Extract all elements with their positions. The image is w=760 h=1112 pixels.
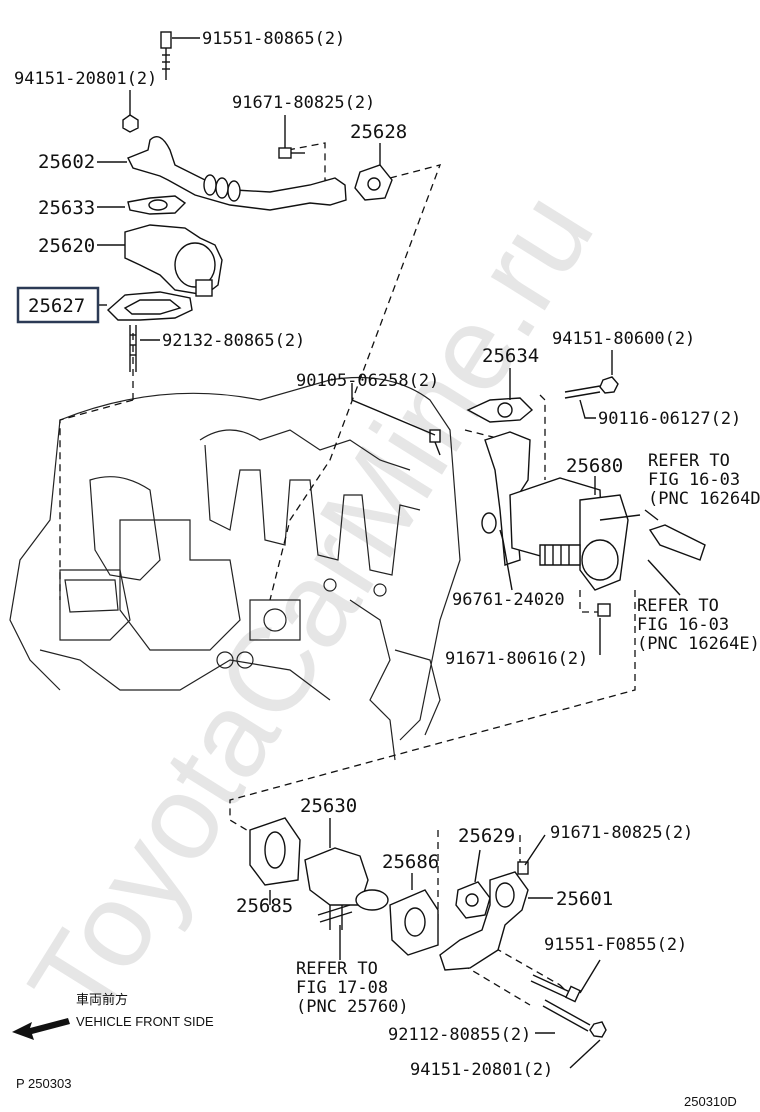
label-90105-06258: 90105-06258(2) (296, 371, 439, 391)
egr-cooler-25680 (484, 431, 706, 591)
label-25628: 25628 (350, 121, 407, 143)
page-reference: P 250303 (16, 1076, 71, 1091)
pipe-25601 (439, 871, 529, 971)
label-ref2-line2: FIG 16-03 (637, 615, 729, 635)
label-25602: 25602 (38, 151, 95, 173)
nut-94151-top (122, 114, 139, 133)
gasket-25685 (249, 817, 301, 886)
bolt-91671-80616 (597, 603, 611, 617)
label-ref3-line1: REFER TO (296, 959, 378, 979)
label-ref3-line3: (PNC 25760) (296, 997, 409, 1017)
gasket-25629 (455, 881, 491, 919)
bolt-91671-bottom (517, 861, 529, 875)
gasket-25686 (389, 889, 439, 956)
label-25633: 25633 (38, 197, 95, 219)
vehicle-front-en: VEHICLE FRONT SIDE (76, 1014, 214, 1029)
label-25634: 25634 (482, 345, 539, 367)
highlight-box-25627 (16, 286, 100, 324)
label-25620: 25620 (38, 235, 95, 257)
label-90116-06127: 90116-06127(2) (598, 409, 741, 429)
vehicle-front-jp: 車両前方 (76, 992, 128, 1007)
label-96761-24020: 96761-24020 (452, 590, 565, 610)
front-arrow-icon (12, 1018, 70, 1040)
gasket-25628 (354, 164, 393, 201)
label-ref1-line1: REFER TO (648, 451, 730, 471)
label-25686: 25686 (382, 851, 439, 873)
gasket-25627 (106, 291, 193, 321)
label-91671-80616: 91671-80616(2) (445, 649, 588, 669)
gasket-25634 (466, 397, 534, 423)
valve-25630 (304, 847, 389, 930)
label-92132-80865: 92132-80865(2) (162, 331, 305, 351)
engine-block-drawing (9, 376, 461, 761)
stud-91551-F0855 (530, 974, 581, 1003)
stud-92112 (542, 999, 607, 1038)
label-94151-20801-bottom: 94151-20801(2) (410, 1060, 553, 1080)
label-ref1-line3: (PNC 16264D) (648, 489, 760, 509)
egr-pipe-25602 (127, 136, 347, 211)
stud-bolt-91551 (160, 31, 172, 80)
label-ref3-line2: FIG 17-08 (296, 978, 388, 998)
label-ref2-line1: REFER TO (637, 596, 719, 616)
label-91671-80825-bottom: 91671-80825(2) (550, 823, 693, 843)
leader-lines (97, 37, 681, 1069)
refer-pipe-17-08 (317, 904, 353, 960)
label-91551-F0855: 91551-F0855(2) (544, 935, 687, 955)
label-94151-20801-top: 94151-20801(2) (14, 69, 157, 89)
label-ref1-line2: FIG 16-03 (648, 470, 740, 490)
vehicle-front-indicator: 車両前方 VEHICLE FRONT SIDE (12, 992, 214, 1040)
label-25680: 25680 (566, 455, 623, 477)
label-91551-80865: 91551-80865(2) (202, 29, 345, 49)
egr-valve-25620 (124, 224, 223, 297)
label-91671-80825-top: 91671-80825(2) (232, 93, 375, 113)
label-25627: 25627 (28, 295, 85, 317)
label-94151-80600: 94151-80600(2) (552, 329, 695, 349)
o-ring-96761 (481, 512, 497, 534)
label-25629: 25629 (458, 825, 515, 847)
label-ref2-line3: (PNC 16264E) (637, 634, 760, 654)
label-25601: 25601 (556, 888, 613, 910)
figure-code: 250310D (684, 1094, 737, 1109)
gasket-25633 (127, 195, 187, 215)
stud-92132 (129, 325, 137, 372)
label-92112-80855: 92112-80855(2) (388, 1025, 531, 1045)
bolt-90105 (429, 429, 441, 456)
label-25630: 25630 (300, 795, 357, 817)
label-25685: 25685 (236, 895, 293, 917)
stud-90116 (564, 376, 619, 399)
